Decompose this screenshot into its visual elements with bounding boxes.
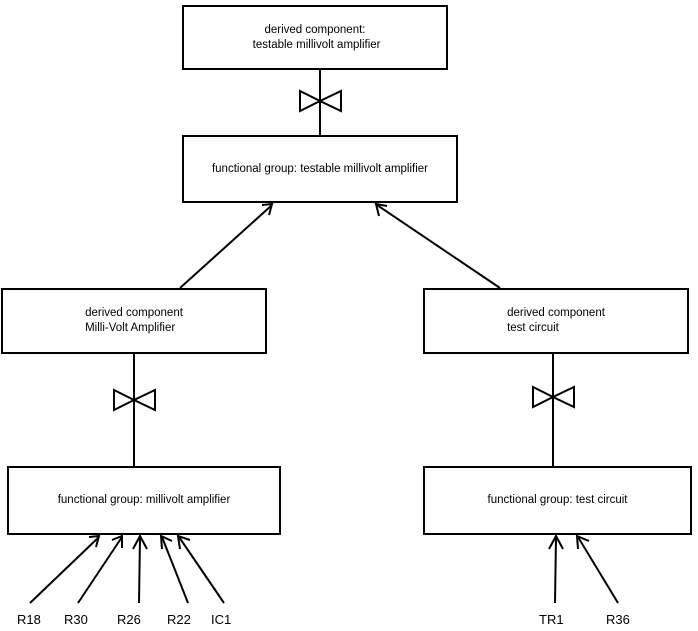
leaf-label-r36[interactable]: R36 <box>606 612 630 627</box>
node-label-line1: functional group: test circuit <box>487 494 628 506</box>
node-label: derived component: testable millivolt am… <box>249 23 381 53</box>
leaf-arrow-r18 <box>29 534 101 604</box>
node-label: derived component test circuit <box>507 306 605 336</box>
node-label: functional group: testable millivolt amp… <box>212 162 428 177</box>
realization-bowtie-top-icon <box>299 89 342 113</box>
leaf-label-ic1[interactable]: IC1 <box>211 612 232 627</box>
connector-arrow-left-to-fg <box>179 202 274 289</box>
node-functional-group-testable-millivolt-amplifier[interactable]: functional group: testable millivolt amp… <box>182 135 458 203</box>
realization-bowtie-right-icon <box>532 385 575 409</box>
leaf-arrow-r22 <box>159 534 189 604</box>
leaf-arrow-ic1 <box>176 534 225 604</box>
node-label: functional group: test circuit <box>488 493 628 508</box>
node-label-line2: Milli-Volt Amplifier <box>85 322 176 334</box>
leaf-arrow-r30 <box>77 534 123 604</box>
leaf-label-r22[interactable]: R22 <box>167 612 191 627</box>
node-label-line1: derived component: <box>264 23 366 36</box>
leaf-label-r30[interactable]: R30 <box>64 612 88 627</box>
leaf-arrow-r36 <box>575 534 619 604</box>
leaf-label-r18[interactable]: R18 <box>17 612 41 627</box>
node-functional-group-millivolt-amplifier[interactable]: functional group: millivolt amplifier <box>7 466 281 535</box>
leaf-label-tr1[interactable]: TR1 <box>539 612 564 627</box>
node-label-line1: functional group: testable millivolt amp… <box>211 162 429 175</box>
leaf-arrow-tr1 <box>548 533 564 604</box>
leaf-label-r26[interactable]: R26 <box>117 612 141 627</box>
node-functional-group-test-circuit[interactable]: functional group: test circuit <box>423 466 692 535</box>
node-label-line1: derived component <box>507 307 605 319</box>
node-label: functional group: millivolt amplifier <box>58 493 231 508</box>
leaf-arrow-r26 <box>132 533 148 604</box>
node-derived-component-testable-millivolt-amplifier[interactable]: derived component: testable millivolt am… <box>182 5 448 70</box>
node-label-line2: test circuit <box>507 322 559 334</box>
node-label-line1: derived component <box>85 307 183 319</box>
node-label-line1: functional group: millivolt amplifier <box>57 494 231 506</box>
realization-bowtie-left-icon <box>113 388 156 412</box>
node-derived-component-test-circuit[interactable]: derived component test circuit <box>423 288 689 354</box>
connector-arrow-right-to-fg <box>374 202 501 289</box>
node-label-line2: testable millivolt amplifier <box>249 38 381 51</box>
